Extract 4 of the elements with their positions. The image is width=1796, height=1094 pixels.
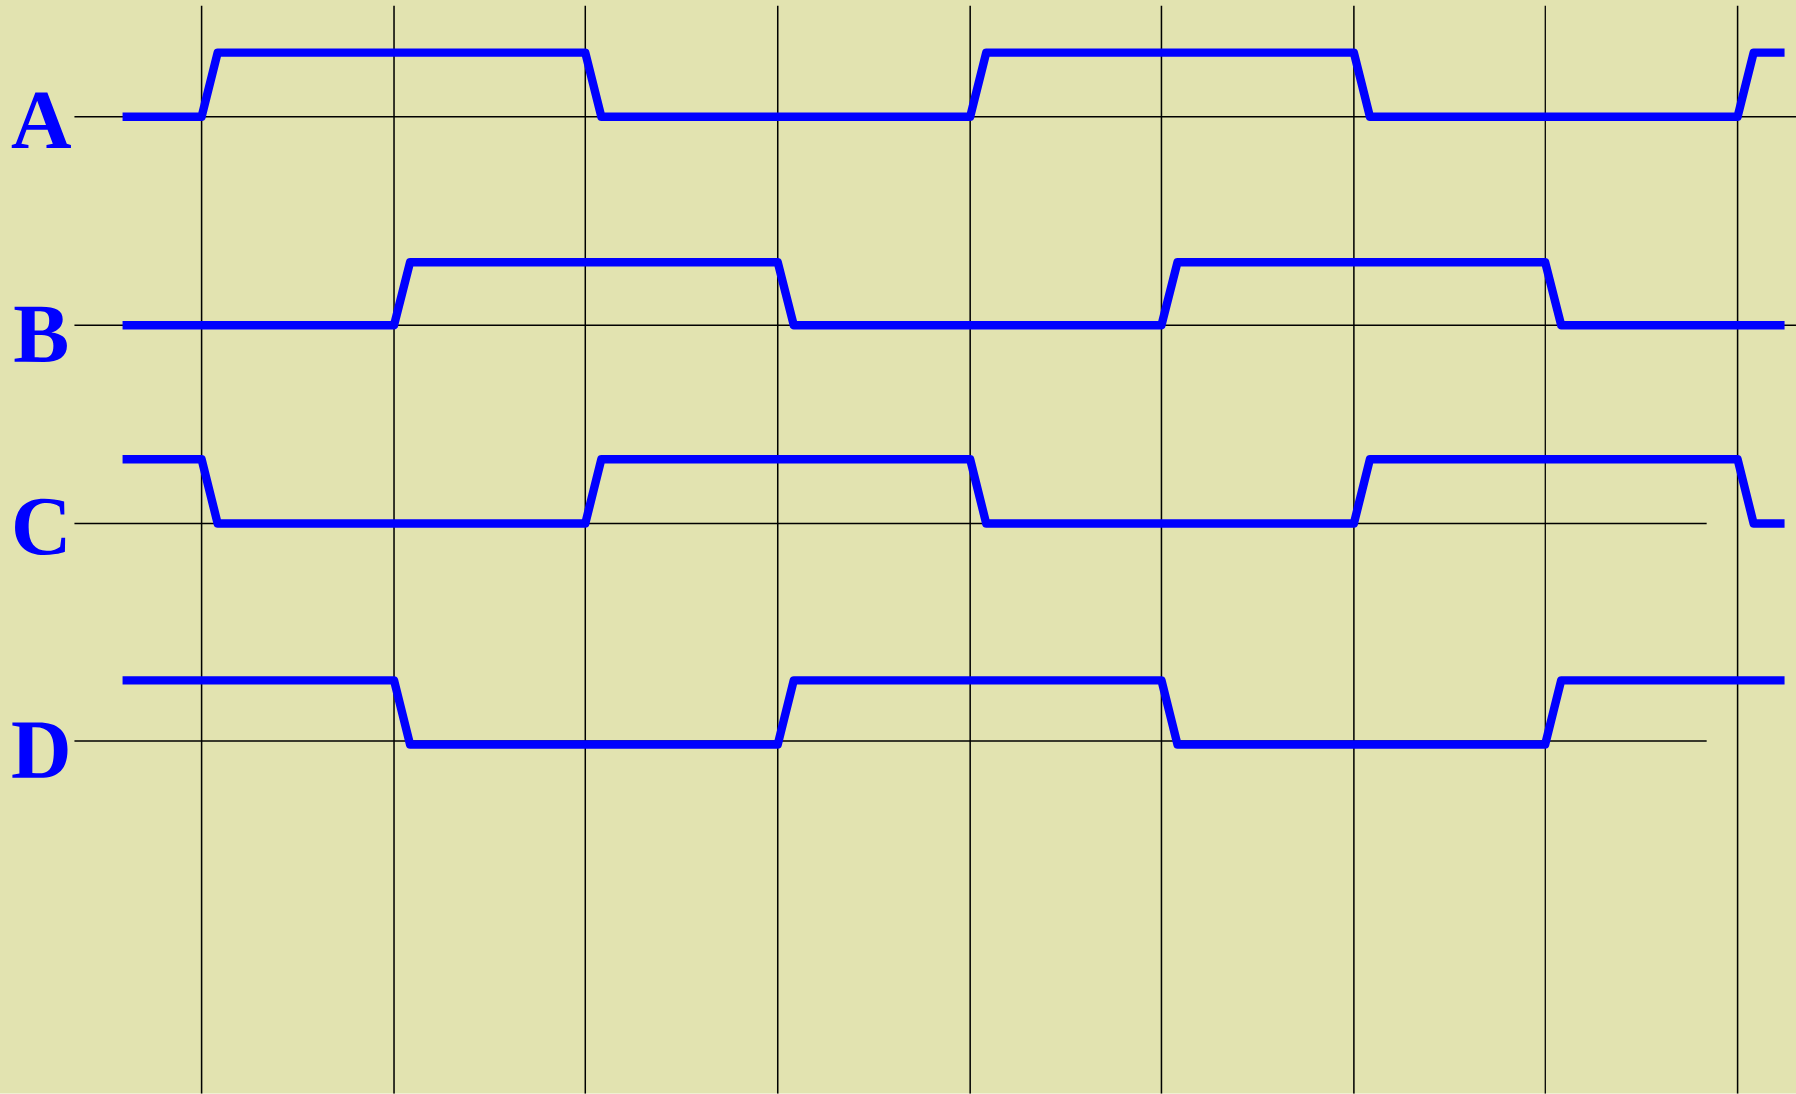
signal-label: B [14, 306, 67, 363]
signal-label: A [11, 92, 71, 149]
signal-label: C [15, 498, 66, 556]
signal-label: D [12, 722, 68, 778]
